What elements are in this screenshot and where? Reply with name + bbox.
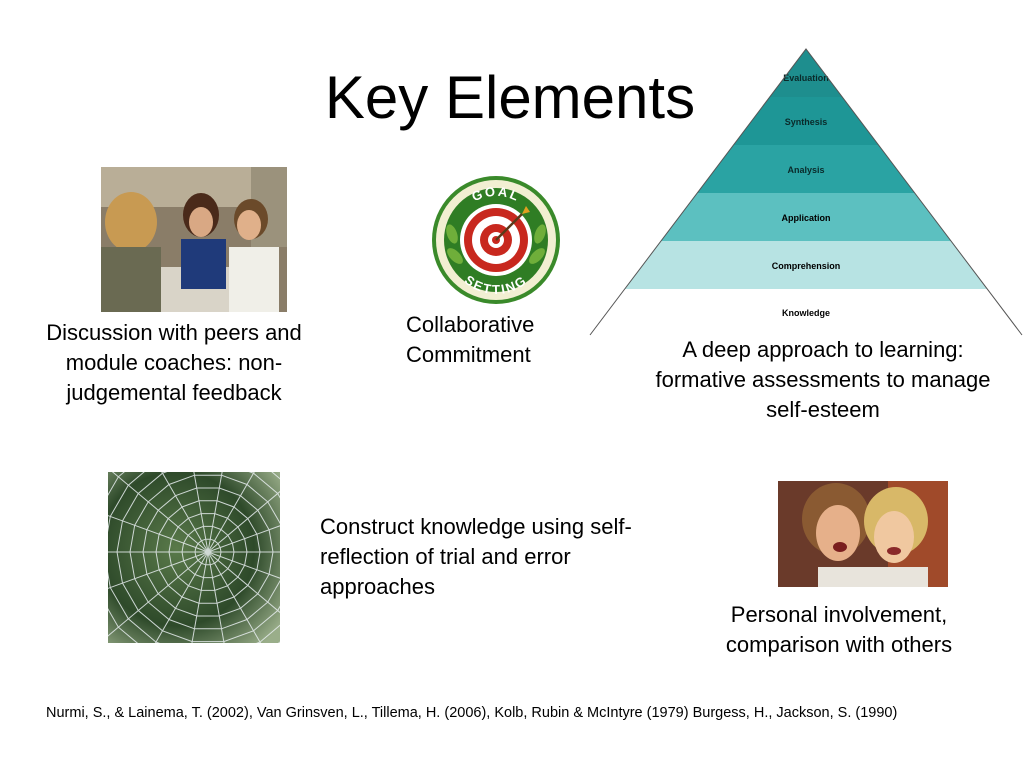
web-spoke: [108, 551, 209, 589]
web-ring: [129, 474, 280, 630]
web-spoke: [207, 472, 223, 553]
pyramid-label-comprehension: Comprehension: [772, 261, 841, 271]
pyramid-label-knowledge: Knowledge: [782, 308, 830, 318]
goal-setting-badge-icon: GOAL SETTING: [430, 174, 562, 306]
personal-involvement-caption: Personal involvement, comparison with ot…: [725, 602, 953, 657]
web-ring: [116, 472, 280, 643]
web-spoke: [193, 472, 209, 553]
web-ring: [108, 472, 280, 643]
pyramid-band-knowledge: [590, 289, 1022, 335]
web-spoke: [161, 472, 209, 553]
web-spoke: [207, 551, 280, 579]
web-spoke: [207, 525, 280, 553]
web-ring: [181, 525, 235, 579]
construct-knowledge-caption: Construct knowledge using self-reflectio…: [320, 514, 632, 599]
web-ring: [142, 487, 274, 617]
web-spoke: [108, 515, 209, 553]
two-women-photo: [778, 481, 948, 587]
pyramid-band-comprehension: [624, 241, 988, 289]
pyramid-outline: [589, 48, 1023, 336]
pyramid-band-evaluation: [769, 49, 843, 97]
web-ring: [155, 500, 261, 604]
web-spoke: [207, 551, 225, 643]
spider-web-photo: [108, 472, 280, 643]
pyramid-label-application: Application: [782, 213, 831, 223]
discussion-caption: Discussion with peers and module coaches…: [46, 320, 302, 405]
collaborative-commitment-caption: Collaborative Commitment: [406, 312, 535, 367]
web-spoke: [191, 551, 209, 643]
slide-title: Key Elements: [324, 64, 696, 131]
web-spoke: [207, 490, 280, 553]
pyramid-band-synthesis: [733, 97, 879, 145]
reference-citations: Nurmi, S., & Lainema, T. (2002), Van Gri…: [46, 705, 898, 721]
pyramid-label-synthesis: Synthesis: [785, 117, 828, 127]
pyramid-label-analysis: Analysis: [787, 165, 824, 175]
web-spoke: [207, 551, 280, 614]
discussion-group-photo: [101, 167, 287, 312]
pyramid-band-analysis: [697, 145, 915, 193]
web-spoke: [154, 551, 209, 643]
web-ring: [194, 538, 222, 566]
pyramid-label-evaluation: Evaluation: [783, 73, 829, 83]
web-ring: [168, 513, 248, 591]
web-spoke: [207, 472, 255, 553]
deep-approach-caption: A deep approach to learning: formative a…: [655, 337, 991, 422]
pyramid-band-application: [660, 193, 952, 241]
web-spoke: [207, 551, 262, 643]
